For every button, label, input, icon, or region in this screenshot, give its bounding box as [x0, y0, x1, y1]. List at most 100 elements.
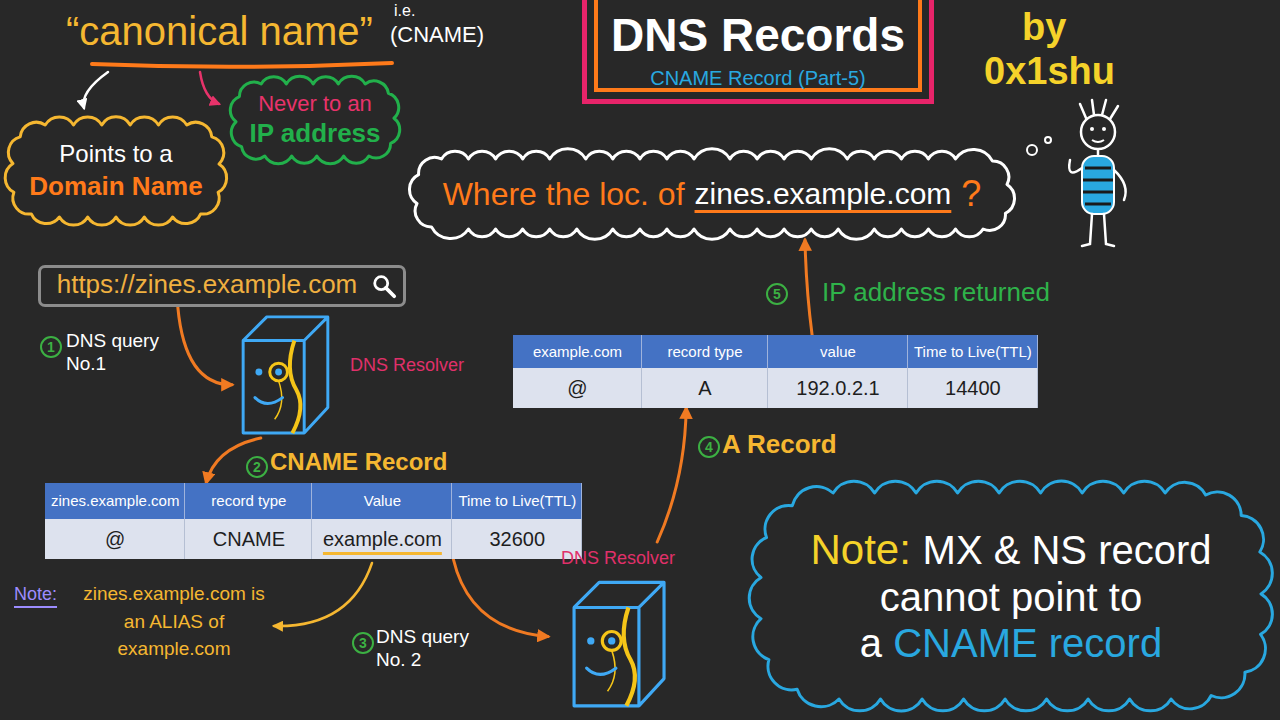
edge-label: DNS query No. 2 — [376, 626, 488, 672]
connector — [657, 408, 686, 542]
callout-number: 2 — [246, 456, 268, 478]
search-bar: https://zines.example.com — [38, 265, 406, 307]
text-label: (CNAME) — [390, 22, 484, 47]
cloud-callout: Never to an IP address — [226, 74, 404, 166]
text-label: zines.example.com is an ALIAS of example… — [80, 580, 268, 663]
dns-resolver: DNS Resolver — [232, 305, 472, 438]
text-area: Note:MX & NS record cannot point to aCNA… — [796, 522, 1226, 670]
table-cell: 14400 — [908, 368, 1038, 408]
table-header-cell: Value — [312, 483, 452, 519]
thought-puff — [1045, 137, 1051, 143]
table-header-cell: example.com — [513, 335, 642, 368]
thought-puff — [1027, 145, 1037, 155]
server-icon — [232, 309, 337, 437]
table-header-cell: zines.example.com — [45, 483, 185, 519]
cloud-outline-path — [230, 76, 399, 163]
server-icon — [563, 574, 673, 710]
dns-resolver: DNS Resolver — [548, 542, 688, 714]
table-header-cell: record type — [642, 335, 768, 368]
connector — [453, 559, 548, 637]
text-flow: Note:MX & NS record cannot point to aCNA… — [796, 526, 1226, 666]
figure-legs — [1082, 214, 1114, 246]
cloud-text: zines.example.com — [695, 177, 952, 212]
table-cell: 192.0.2.1 — [768, 368, 908, 408]
text-label: i.e. — [394, 2, 415, 20]
figure-arms — [1069, 160, 1125, 200]
callout-number: 3 — [352, 632, 374, 654]
table-cell: A — [642, 368, 768, 408]
cloud-text: IP address — [249, 119, 380, 149]
server-smile — [255, 398, 283, 404]
leader-arrow — [274, 563, 372, 626]
table-header-cell: record type — [185, 483, 312, 519]
server-eye — [608, 637, 615, 644]
thought-bubble: Where the loc. of zines.example.com? — [406, 148, 1018, 240]
magnifier-icon — [371, 273, 397, 299]
table-header-cell: Time to Live(TTL) — [908, 335, 1038, 368]
table-header-cell: Time to Live(TTL) — [452, 483, 582, 519]
text-area: https://zines.example.com — [49, 270, 365, 302]
server-monocle — [270, 363, 288, 381]
server-stripe — [624, 607, 635, 705]
server-body — [574, 582, 664, 705]
server-smile — [587, 668, 616, 674]
magnifier-handle — [386, 288, 394, 296]
cloud-callout: Points to a Domain Name — [2, 114, 230, 228]
node-label: DNS Resolver — [548, 548, 688, 569]
text-area: DNS RecordsCNAME Record (Part-5) — [599, 8, 917, 91]
text-label: Note: — [14, 584, 57, 605]
figure-neck — [1097, 149, 1100, 156]
url-text: https://zines.example.com — [57, 270, 358, 300]
text-area: Where the loc. of zines.example.com? — [430, 162, 994, 226]
figure-eye — [1102, 127, 1106, 131]
stick-figure — [1069, 100, 1125, 246]
cloud-text: Domain Name — [29, 172, 202, 202]
record-table: zines.example.comrecord typeValueTime to… — [45, 483, 582, 559]
note-text: Note: — [810, 526, 910, 573]
table-cell: @ — [45, 519, 185, 559]
cloud-text: Never to an — [258, 91, 372, 116]
server-body — [243, 317, 328, 433]
cloud-outline-path — [410, 149, 1015, 240]
edge-label: CNAME Record — [270, 448, 447, 476]
edge-label: DNS query No.1 — [66, 330, 162, 376]
table-cell: CNAME — [185, 519, 312, 559]
callout-number: 1 — [40, 336, 62, 358]
figure-stripes — [1083, 168, 1113, 204]
figure-eye — [1090, 127, 1094, 131]
title-text: DNS Records — [611, 9, 905, 62]
cloud-text: Points to a — [59, 140, 172, 168]
title-box: DNS RecordsCNAME Record (Part-5) — [582, 0, 934, 104]
leader-arrow — [200, 72, 219, 104]
text-area: Never to an IP address — [242, 86, 388, 154]
figure-mouth — [1092, 140, 1104, 142]
heading-underline — [92, 63, 392, 67]
callout-number: 4 — [698, 436, 720, 458]
server-eye — [275, 369, 282, 376]
leader-arrow — [84, 72, 109, 108]
edge-label: IP address returned — [822, 278, 1050, 308]
note-text: CNAME record — [893, 621, 1162, 665]
record-table: example.comrecord typevalueTime to Live(… — [513, 335, 1038, 408]
text-area: Points to a Domain Name — [18, 134, 214, 208]
node-label: DNS Resolver — [350, 355, 464, 376]
cloud-outline-path — [749, 481, 1272, 711]
cloud-outline-path — [5, 117, 226, 225]
figure-body — [1082, 156, 1114, 214]
connector — [178, 307, 232, 385]
table-header-cell: value — [768, 335, 908, 368]
cloud-text: Where the loc. of — [443, 176, 685, 213]
table-cell: @ — [513, 368, 642, 408]
text-label: 0x1shu — [984, 50, 1115, 94]
cloud-text: ? — [961, 173, 981, 214]
server-stripe — [290, 341, 301, 434]
server-eye — [255, 369, 262, 376]
server-monocle — [602, 632, 621, 651]
figure-head — [1081, 115, 1115, 149]
table-cell: example.com — [312, 519, 452, 559]
callout-number: 5 — [766, 283, 788, 305]
edge-label: A Record — [722, 430, 837, 460]
text-label: by — [1022, 6, 1066, 50]
note-cloud: Note:MX & NS record cannot point to aCNA… — [746, 478, 1276, 714]
